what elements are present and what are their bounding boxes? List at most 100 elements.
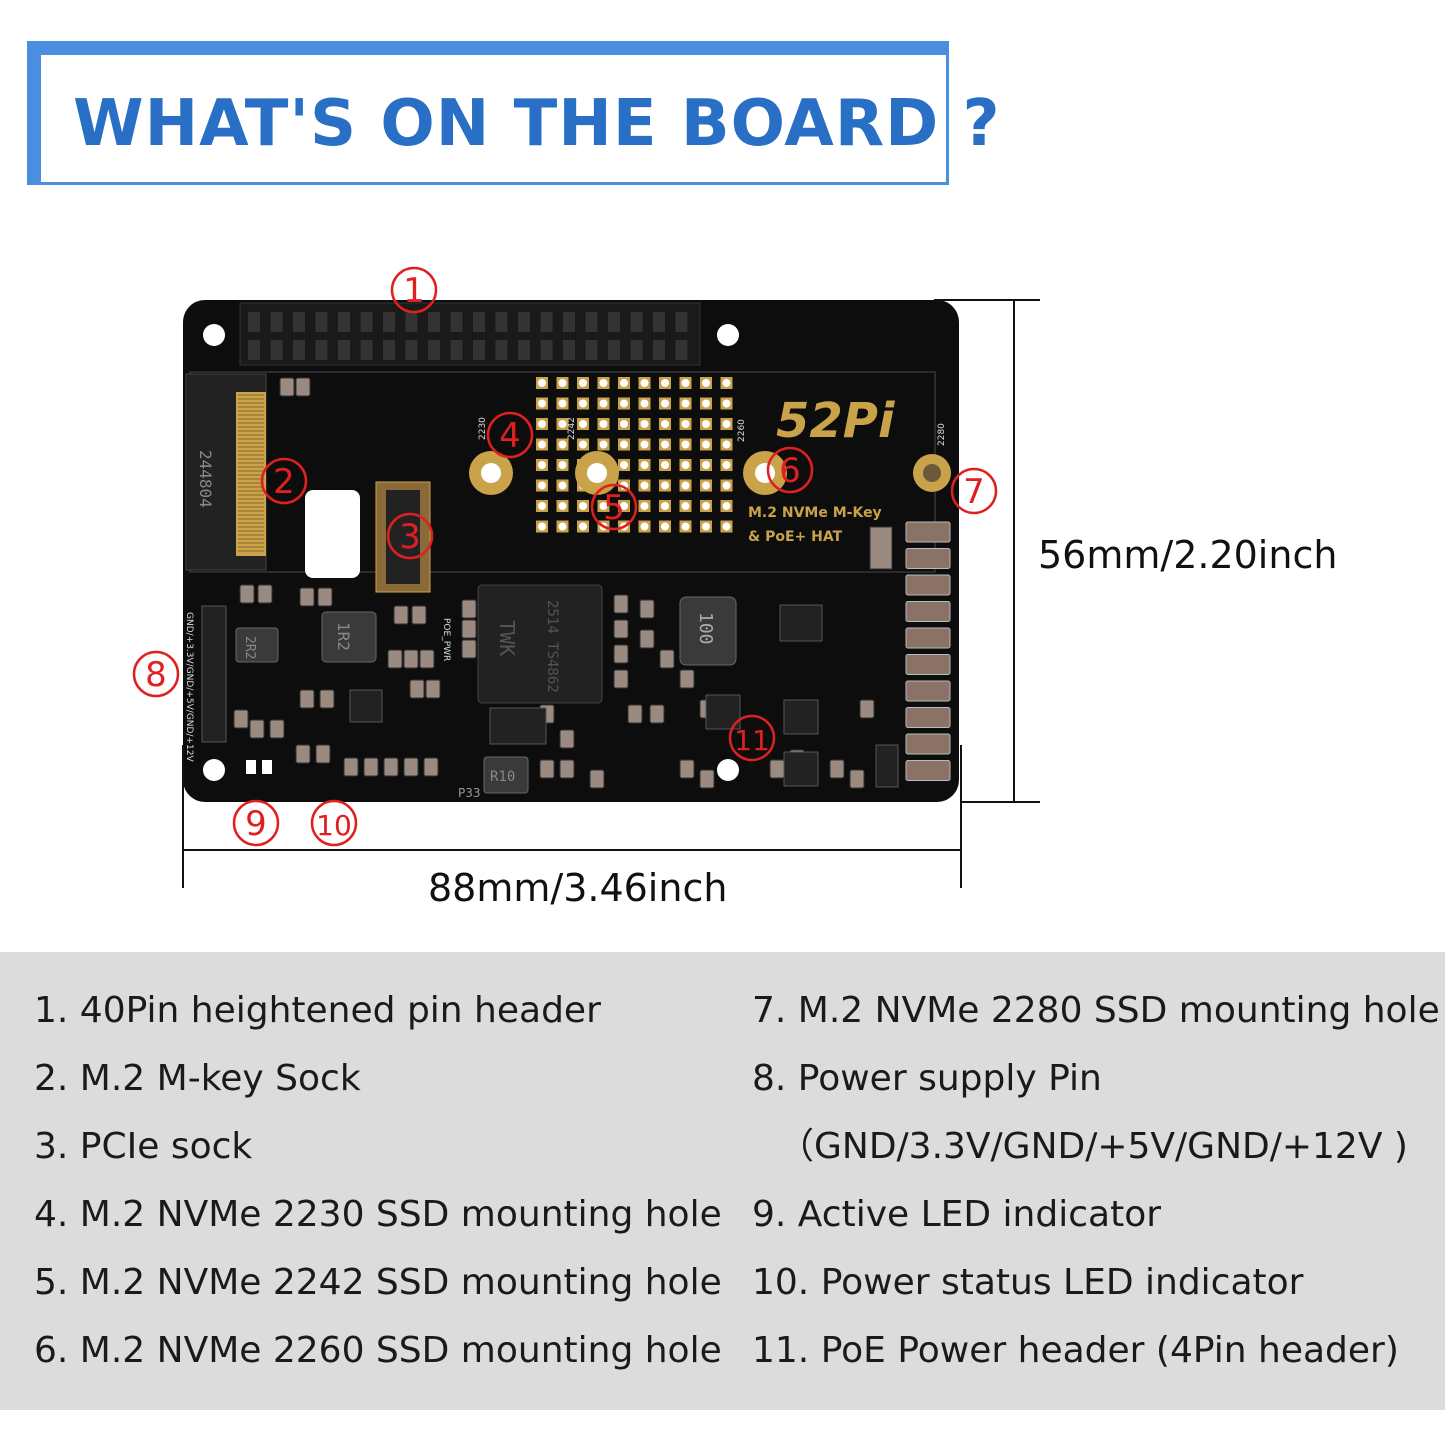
header-pin xyxy=(540,340,553,360)
callout-marker-label: 6 xyxy=(779,451,801,491)
header-pin xyxy=(630,312,643,332)
poe-pad-column xyxy=(905,521,951,781)
poe-pad xyxy=(905,733,951,755)
grid-hole xyxy=(640,502,649,510)
header-pin xyxy=(473,312,485,332)
size-2230-label: 2230 xyxy=(478,417,488,440)
header-pin xyxy=(675,312,688,332)
poe-pad xyxy=(905,680,951,702)
grid-hole xyxy=(722,440,731,449)
pcb-board xyxy=(183,300,959,802)
p33-label: P33 xyxy=(458,786,481,800)
title-banner-frame xyxy=(37,51,949,185)
mount-hole-bottom-left xyxy=(203,759,225,781)
inductor-100-text: 100 xyxy=(695,612,716,645)
size-2280-label: 2280 xyxy=(937,423,947,446)
smd-part xyxy=(419,649,435,669)
grid-hole xyxy=(702,522,710,531)
smd-part xyxy=(343,757,359,777)
size-2260-label: 2260 xyxy=(737,419,747,442)
grid-hole xyxy=(722,420,731,428)
power-supply-pins xyxy=(201,605,227,743)
smd-part xyxy=(559,759,575,779)
inductor-1r2 xyxy=(321,611,377,663)
header-pin xyxy=(405,312,418,332)
callout-marker-6: 6 xyxy=(766,446,814,494)
legend-item: 5. M.2 NVMe 2242 SSD mounting hole xyxy=(34,1262,722,1303)
grid-hole xyxy=(538,379,546,387)
smd-part xyxy=(425,679,441,699)
callout-marker-label: 8 xyxy=(145,655,167,695)
inductor-2r2-text: 2R2 xyxy=(242,636,257,659)
legend-item: 10. Power status LED indicator xyxy=(752,1262,1304,1303)
inductor-r10-text: R10 xyxy=(490,769,515,785)
grid-hole xyxy=(538,522,546,531)
board-illustration: 244804 2230 2242 2260 2280 52Pi M.2 NVMe… xyxy=(132,266,1040,888)
header-pin xyxy=(315,312,328,332)
callout-marker-3: 3 xyxy=(386,512,434,560)
smd-part xyxy=(383,757,399,777)
grid-hole xyxy=(620,440,628,449)
header-pin xyxy=(653,312,665,332)
legend-item: 11. PoE Power header (4Pin header) xyxy=(752,1330,1399,1371)
grid-hole xyxy=(599,420,608,428)
grid-hole xyxy=(722,461,731,469)
smd-part xyxy=(679,669,695,689)
smd-part xyxy=(233,709,249,729)
main-ic-text: TWK xyxy=(495,620,519,656)
callout-marker-label: 2 xyxy=(273,462,295,502)
header-pin xyxy=(338,312,350,332)
smd-part xyxy=(829,759,845,779)
header-pin xyxy=(495,312,508,332)
callout-marker-5: 5 xyxy=(590,483,638,531)
legend-item: 9. Active LED indicator xyxy=(752,1194,1162,1235)
smd-part xyxy=(409,679,425,699)
callout-marker-7: 7 xyxy=(950,467,998,515)
diode-2 xyxy=(875,744,899,788)
smd-part xyxy=(363,757,379,777)
smd-part xyxy=(319,689,335,709)
m2-socket-text: 244804 xyxy=(196,450,215,508)
legend-item: 7. M.2 NVMe 2280 SSD mounting hole xyxy=(752,990,1440,1031)
smd-part xyxy=(393,605,409,625)
callout-marker-label: 1 xyxy=(403,271,425,311)
grid-hole xyxy=(640,461,649,469)
grid-hole xyxy=(579,440,587,449)
smd-part xyxy=(627,704,643,724)
grid-hole xyxy=(681,522,690,531)
header-pin xyxy=(540,312,553,332)
legend-item: 3. PCIe sock xyxy=(34,1126,253,1167)
smd-part xyxy=(411,605,427,625)
smd-part xyxy=(461,639,477,659)
grid-hole xyxy=(558,379,567,387)
smd-part xyxy=(403,757,419,777)
grid-hole xyxy=(640,399,649,408)
legend-item: 6. M.2 NVMe 2260 SSD mounting hole xyxy=(34,1330,722,1371)
inductor-2r2 xyxy=(235,627,279,663)
callout-marker-8: 8 xyxy=(132,650,180,698)
grid-hole xyxy=(702,379,710,387)
header-pin xyxy=(608,312,620,332)
smd-part xyxy=(279,377,295,397)
header-pin xyxy=(563,312,575,332)
inductor-1r2-text: 1R2 xyxy=(334,622,353,651)
smd-part xyxy=(559,729,575,749)
header-pin xyxy=(315,340,328,360)
silkscreen-line2: & PoE+ HAT xyxy=(748,529,843,545)
grid-hole xyxy=(599,502,608,510)
callout-marker-1: 1 xyxy=(390,266,438,314)
smd-part xyxy=(269,719,285,739)
callout-marker-9: 9 xyxy=(232,799,280,847)
smd-part xyxy=(659,649,675,669)
legend-item: 8. Power supply Pin xyxy=(752,1058,1102,1099)
mount-hole-top-right xyxy=(717,324,739,346)
header-pin xyxy=(450,340,463,360)
grid-hole xyxy=(620,379,628,387)
grid-hole xyxy=(558,461,567,469)
grid-hole xyxy=(599,440,608,449)
header-pin xyxy=(428,312,440,332)
header-pin xyxy=(248,340,260,360)
header-pin xyxy=(450,312,463,332)
grid-hole xyxy=(538,440,546,449)
smd-part xyxy=(589,769,605,789)
